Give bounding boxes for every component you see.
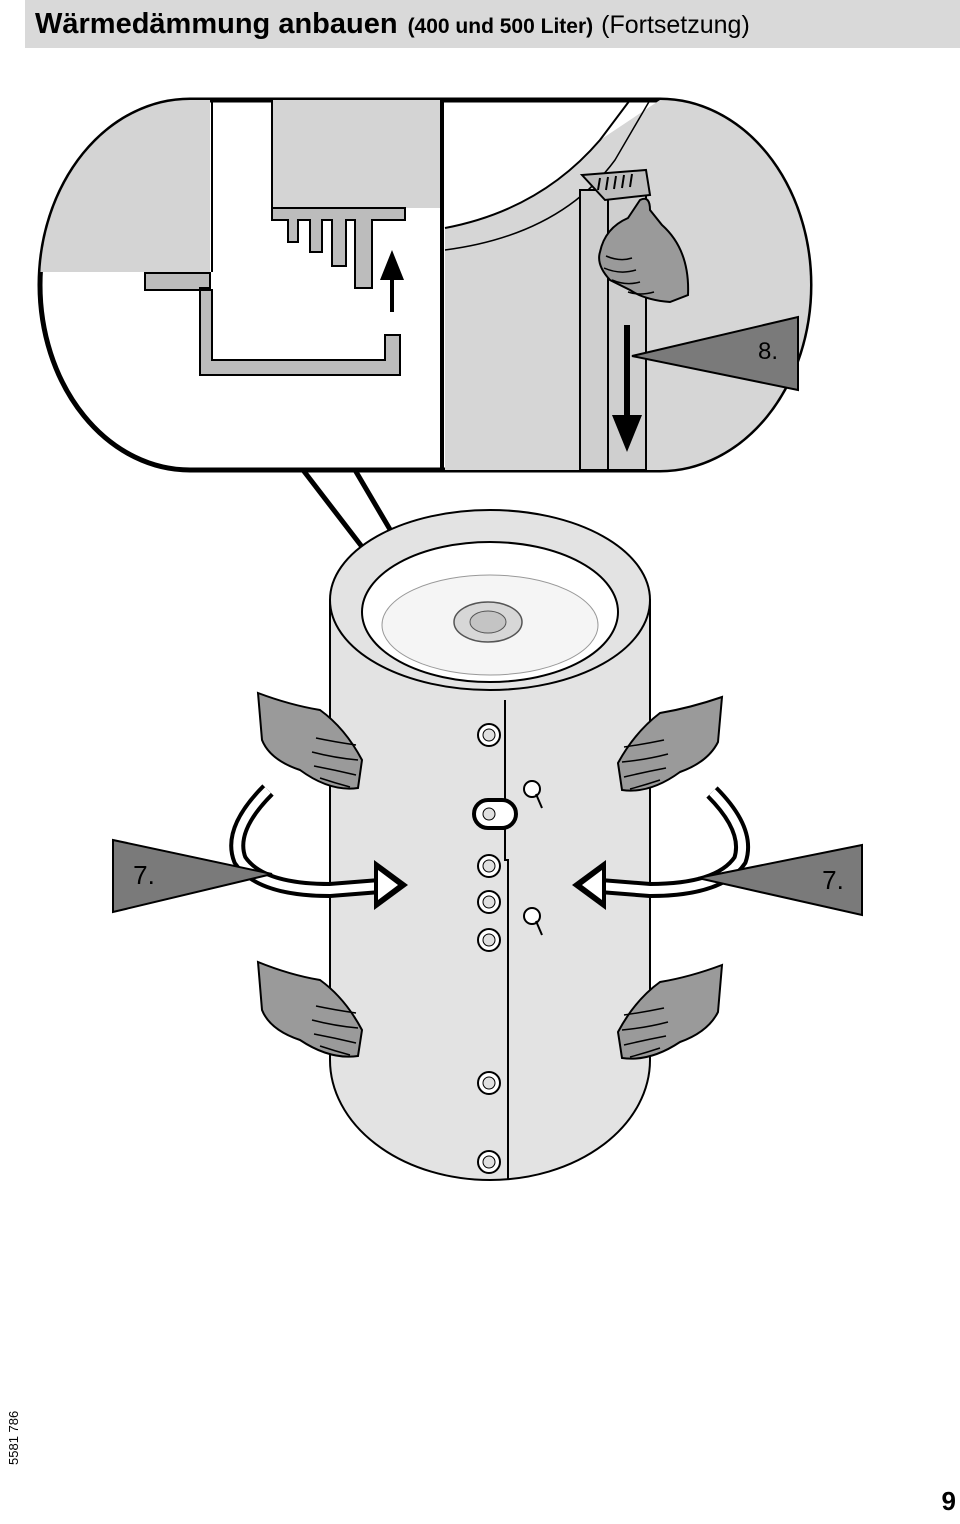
continuation-note: (Fortsetzung) — [601, 11, 750, 39]
step-7-callout-left: 7. — [112, 838, 273, 914]
hand-icon — [616, 963, 724, 1060]
insulation-cylinder — [329, 509, 651, 1181]
page-title: Wärmedämmung anbauen — [35, 8, 398, 40]
step-8-label: 8. — [758, 338, 778, 365]
rotate-arrow-left-icon — [229, 784, 408, 910]
hand-icon — [256, 691, 364, 790]
step-7-label-right: 7. — [822, 865, 844, 895]
hand-icon — [598, 197, 690, 304]
page-number: 9 — [941, 1486, 956, 1516]
hand-icon — [616, 695, 724, 792]
document-number: 5581 786 — [6, 1410, 21, 1465]
hand-icon — [256, 960, 364, 1058]
rotate-arrow-right-icon — [572, 786, 751, 910]
step-7-callout-right: 7. — [697, 843, 863, 917]
step-8-callout: 8. — [631, 315, 799, 392]
page-subtitle: (400 und 500 Liter) — [407, 15, 594, 38]
detail-bubble: 8. — [37, 97, 813, 473]
header-bar: Wärmedämmung anbauen (400 und 500 Liter) (… — [25, 0, 960, 48]
step-7-label-left: 7. — [133, 860, 155, 890]
assembly-illustration: 8. — [37, 97, 863, 1181]
seam-buttons — [472, 723, 518, 1174]
